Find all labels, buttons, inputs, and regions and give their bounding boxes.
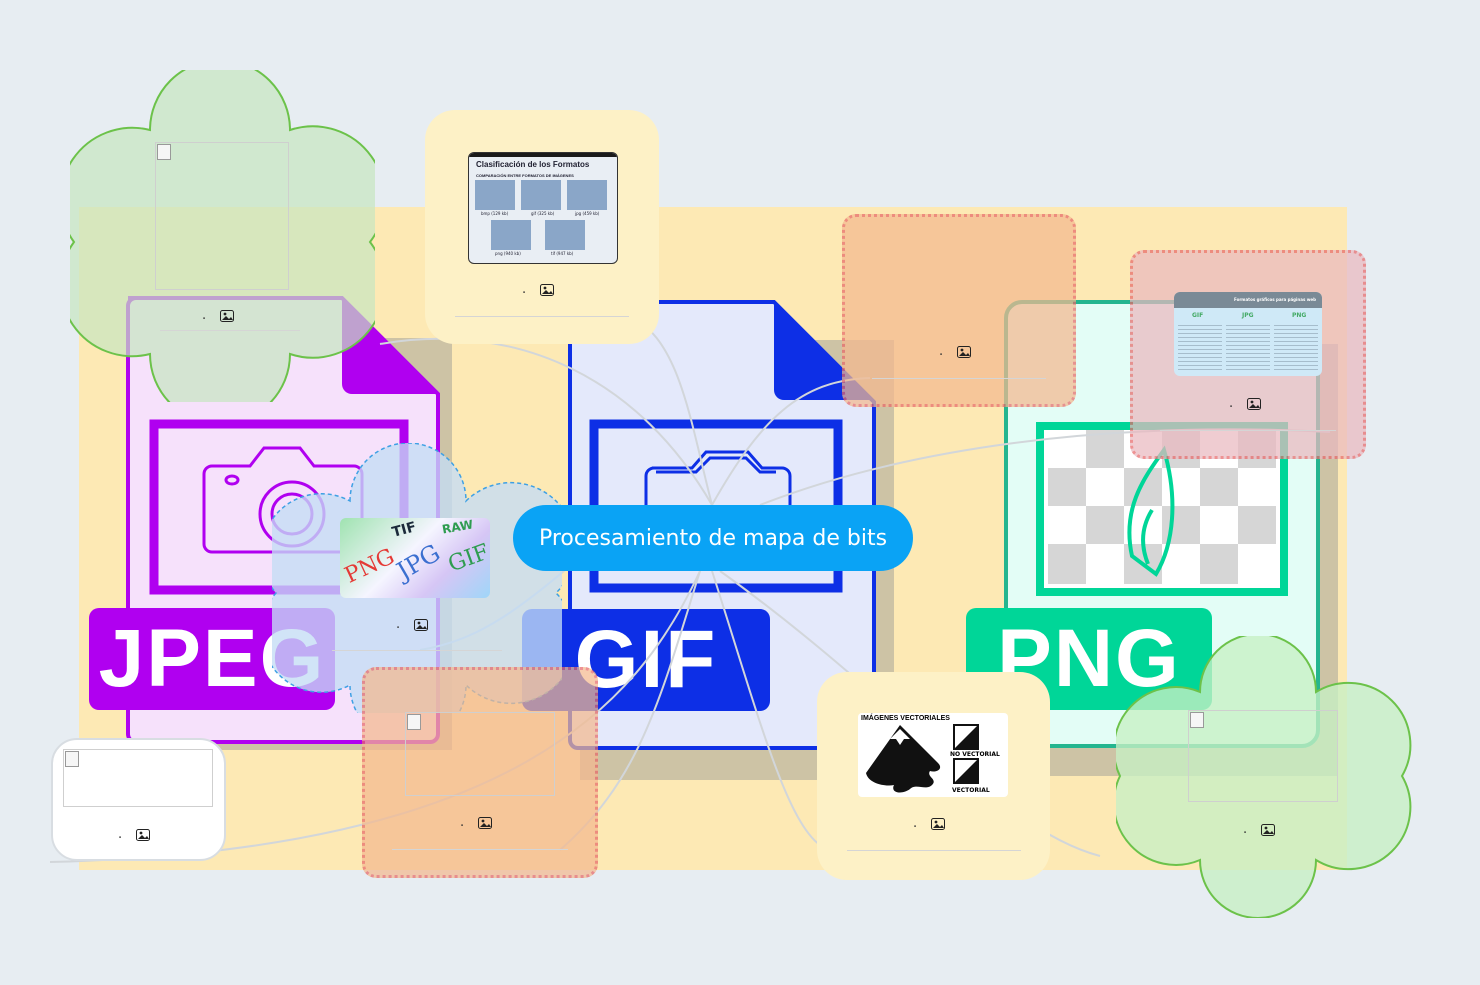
orange-topic-bottom[interactable]: . [362,667,598,878]
formats-comparison-image: Clasificación de los Formatos COMPARACIÓ… [468,152,618,264]
central-topic[interactable]: Procesamiento de mapa de bits [513,505,913,571]
topic-caption: . [396,617,401,632]
cloud-shape [1116,636,1412,918]
image-word: GIF [444,539,490,578]
image-icon[interactable] [1261,823,1276,836]
inkscape-logo-icon [866,724,979,793]
image-subtitle: COMPARACIÓN ENTRE FORMATOS DE IMÁGENES [476,173,574,178]
topic-caption: . [202,308,207,323]
topic-caption: . [460,815,465,830]
image-column: GIF [1192,312,1204,319]
orange-topic-top[interactable]: . [842,214,1076,407]
image-icon[interactable] [220,309,235,322]
web-formats-table-topic[interactable]: Formatos gráficos para páginas web GIF J… [1130,250,1366,459]
image-word: TIF [390,519,418,541]
image-item: jpg (459 kb) [575,211,600,216]
formats-words-image: PNG TIF JPG RAW GIF [340,518,490,598]
broken-image [63,749,213,807]
image-word: PNG [341,544,399,589]
image-icon[interactable] [1247,397,1262,410]
image-column: JPG [1242,312,1254,319]
cloud-topic-top-left[interactable]: . [70,70,375,402]
broken-image [405,712,555,796]
image-item: gif (325 kb) [531,211,555,216]
image-item: tif (947 kb) [551,251,574,256]
topic-caption: . [1229,396,1234,411]
image-title: IMÁGENES VECTORIALES [861,715,950,722]
vector-images-image: IMÁGENES VECTORIALES NO VECTORIAL VECTOR… [858,713,1008,797]
topic-caption: . [1243,822,1248,837]
central-topic-label: Procesamiento de mapa de bits [538,525,888,551]
image-title: Clasificación de los Formatos [476,160,590,169]
web-formats-table-image: Formatos gráficos para páginas web GIF J… [1174,292,1322,376]
white-card-topic[interactable]: . [51,738,226,861]
slide-formats-topic[interactable]: Clasificación de los Formatos COMPARACIÓ… [425,110,659,344]
image-column: PNG [1292,312,1307,319]
topic-caption: . [522,282,527,297]
image-label: VECTORIAL [952,787,990,794]
cloud-topic-bottom-right[interactable]: . [1116,636,1412,918]
image-icon[interactable] [957,345,972,358]
cloud-shape [70,70,375,402]
image-item: png (940 kb) [495,251,521,256]
image-icon[interactable] [136,828,151,841]
topic-caption: . [913,816,918,831]
image-word: JPG [392,538,445,586]
vector-images-topic[interactable]: IMÁGENES VECTORIALES NO VECTORIAL VECTOR… [817,672,1050,880]
image-title: Formatos gráficos para páginas web [1234,297,1316,302]
image-icon[interactable] [414,618,429,631]
image-icon[interactable] [931,817,946,830]
image-icon[interactable] [540,283,555,296]
image-icon[interactable] [478,816,493,829]
image-label: NO VECTORIAL [950,751,1000,758]
topic-caption: . [118,827,123,842]
image-item: bmp (129 kb) [481,211,509,216]
topic-caption: . [939,344,944,359]
image-word: RAW [441,518,475,537]
broken-image [155,142,289,290]
broken-image [1188,710,1338,802]
cloud-topic-formats[interactable]: PNG TIF JPG RAW GIF . [272,443,562,713]
